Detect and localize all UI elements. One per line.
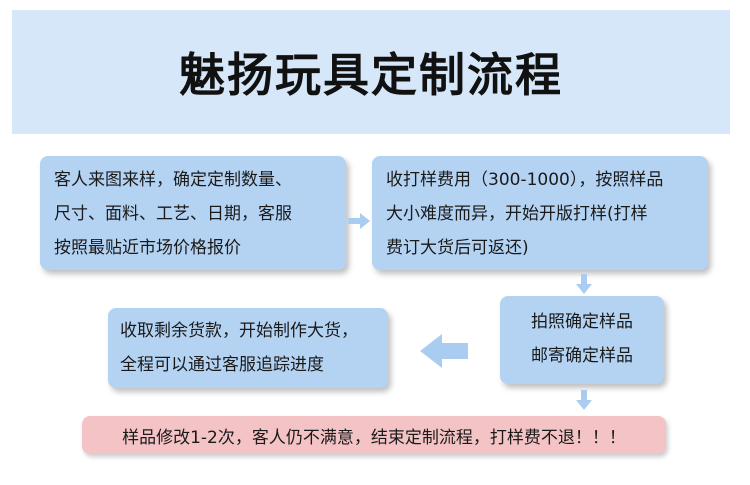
step-1-line-1: 客人来图来样，确定定制数量、	[54, 170, 292, 190]
step-1-line-2: 尺寸、面料、工艺、日期，客服	[54, 204, 292, 224]
title-banner: 魅扬玩具定制流程	[12, 10, 730, 134]
step-4-box: 收取剩余货款，开始制作大货， 全程可以通过客服追踪进度	[108, 308, 388, 388]
step-2-line-3: 费订大货后可返还)	[386, 238, 529, 258]
down-arrow-icon	[576, 274, 592, 294]
step-3-line-2: 邮寄确定样品	[531, 346, 633, 366]
step-3-line-1: 拍照确定样品	[531, 312, 633, 332]
step-2-box: 收打样费用（300-1000），按照样品 大小难度而异，开始开版打样(打样 费订…	[372, 156, 708, 270]
page-title: 魅扬玩具定制流程	[179, 48, 563, 102]
step-3-box: 拍照确定样品 邮寄确定样品	[500, 296, 664, 384]
left-arrow-icon	[420, 334, 468, 368]
warning-banner: 样品修改1-2次，客人仍不满意，结束定制流程，打样费不退！！！	[82, 416, 666, 454]
right-arrow-icon	[348, 213, 370, 229]
step-4-line-1: 收取剩余货款，开始制作大货，	[120, 321, 358, 341]
down-arrow-icon	[576, 390, 592, 410]
step-4-line-2: 全程可以通过客服追踪进度	[120, 355, 324, 375]
step-1-line-3: 按照最贴近市场价格报价	[54, 238, 241, 258]
step-2-line-2: 大小难度而异，开始开版打样(打样	[386, 204, 648, 224]
step-2-line-1: 收打样费用（300-1000），按照样品	[386, 170, 664, 190]
step-1-box: 客人来图来样，确定定制数量、 尺寸、面料、工艺、日期，客服 按照最贴近市场价格报…	[40, 156, 346, 270]
warning-text: 样品修改1-2次，客人仍不满意，结束定制流程，打样费不退！！！	[122, 427, 626, 448]
